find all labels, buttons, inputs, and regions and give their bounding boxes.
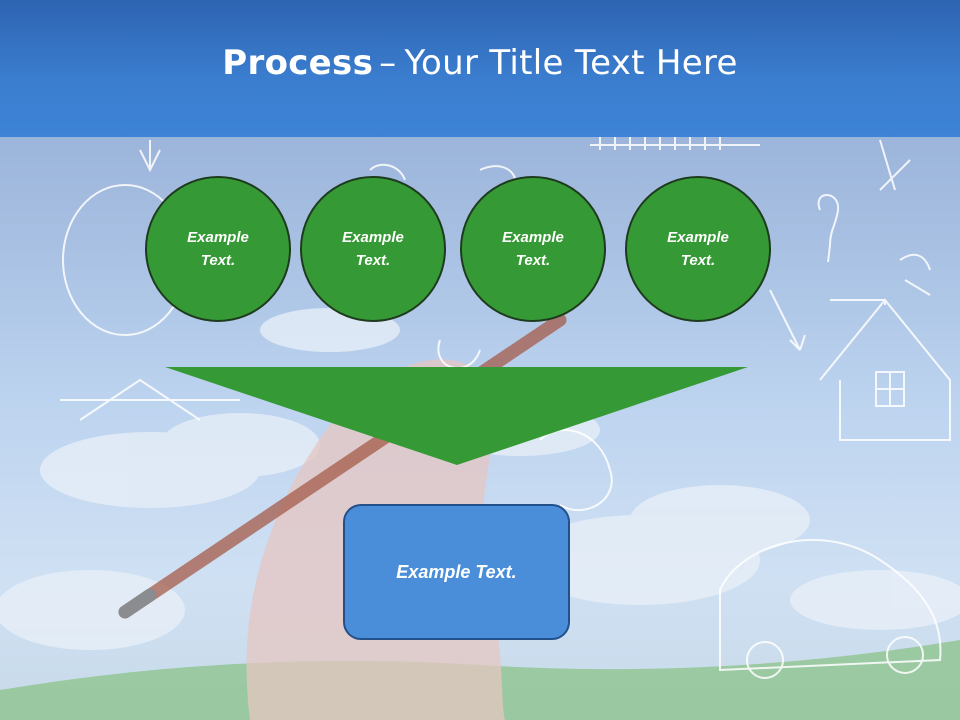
circle-4-line2: Text. bbox=[680, 252, 716, 269]
result-box[interactable]: Example Text. bbox=[343, 504, 570, 640]
circle-3-line1: Example bbox=[502, 229, 564, 246]
circle-1-line2: Text. bbox=[200, 252, 236, 269]
circle-3-line2: Text. bbox=[515, 252, 551, 269]
circle-4-line1: Example bbox=[667, 229, 729, 246]
title-dash: – bbox=[379, 42, 397, 83]
slide-title: Process–Your Title Text Here bbox=[222, 43, 737, 83]
funnel-shape bbox=[165, 367, 748, 465]
title-bold: Process bbox=[222, 42, 374, 83]
funnel-arrow[interactable] bbox=[165, 367, 749, 467]
circle-2-line2: Text. bbox=[355, 252, 391, 269]
title-rest: Your Title Text Here bbox=[404, 42, 738, 83]
title-bar: Process–Your Title Text Here bbox=[0, 0, 960, 137]
circle-1-line1: Example bbox=[187, 229, 249, 246]
circle-2-line1: Example bbox=[342, 229, 404, 246]
result-text: Example Text. bbox=[396, 561, 517, 582]
